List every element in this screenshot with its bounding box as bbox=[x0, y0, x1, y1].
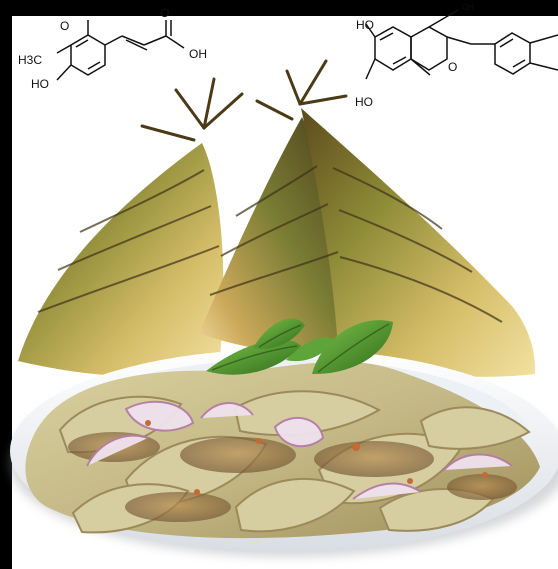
hydroxy-label: HO bbox=[31, 77, 49, 91]
garnish-leaf-center bbox=[286, 337, 336, 362]
bamboo-shoots bbox=[18, 59, 536, 377]
acid-oh-label: OH bbox=[189, 47, 207, 61]
garnish-leaves bbox=[206, 318, 393, 375]
garnish-leaf-top bbox=[253, 318, 305, 349]
bamboo-shoot-salad bbox=[25, 361, 541, 539]
ferulic-acid-structure bbox=[56, 20, 185, 81]
methoxy-label: H3C bbox=[18, 53, 42, 67]
carbonyl-o-label: O bbox=[160, 6, 169, 20]
catechin-ring-o-label: O bbox=[448, 60, 457, 74]
bamboo-shoot-right bbox=[301, 108, 536, 377]
bamboo-shoot-left bbox=[18, 143, 224, 377]
catechin-side-oh-label: OH bbox=[462, 3, 474, 12]
bamboo-shoot-middle bbox=[199, 117, 343, 354]
catechin-top-ho-label: HO bbox=[356, 18, 374, 32]
methoxy-o-label: O bbox=[60, 19, 69, 33]
catechin-bottom-ho-label: HO bbox=[355, 95, 373, 109]
garnish-leaf-left bbox=[206, 339, 301, 375]
catechin-structure bbox=[365, 9, 558, 80]
